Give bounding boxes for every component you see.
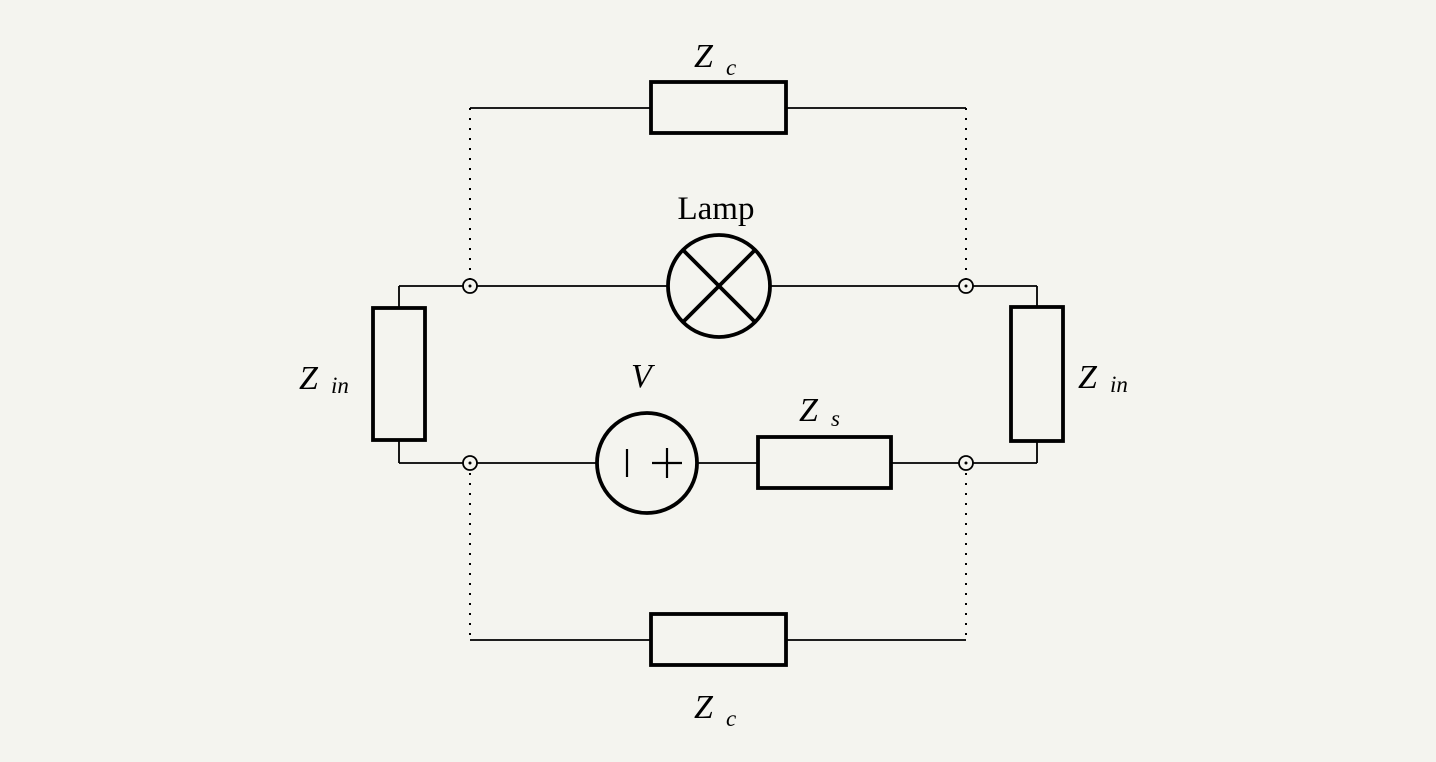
terminal-dot-bottom-left [468, 461, 472, 465]
coupling-impedance-box-top [649, 80, 788, 135]
terminal-dot-top-left [468, 284, 472, 288]
coupling-impedance-box-bottom [649, 612, 788, 667]
bottom-coupling-branch: Z c [470, 612, 966, 731]
label-coupling-impedance-top: Z [694, 38, 714, 75]
label-coupling-impedance-bottom-sub: c [726, 706, 736, 731]
label-series-impedance: Z [799, 392, 819, 429]
label-input-impedance-left-sub: in [331, 373, 349, 398]
label-coupling-impedance-bottom: Z [694, 689, 714, 726]
label-input-impedance-right-sub: in [1110, 372, 1128, 397]
label-series-impedance-sub: s [831, 406, 840, 431]
label-lamp: Lamp [678, 191, 755, 227]
input-impedance-right: Z in [1009, 286, 1128, 463]
dotted-connectors [469, 108, 967, 640]
lamp-branch: Lamp [399, 191, 1037, 339]
series-impedance-box [756, 435, 893, 490]
label-input-impedance-left: Z [299, 360, 319, 397]
input-impedance-left: Z in [299, 286, 427, 463]
input-impedance-box-right [1009, 305, 1065, 443]
label-input-impedance-right: Z [1078, 359, 1098, 396]
terminal-dot-bottom-right [964, 461, 968, 465]
lamp-cross-stroke-2 [681, 248, 757, 324]
terminal-nodes [462, 278, 974, 471]
top-coupling-branch: Z c [470, 38, 966, 135]
label-voltage-source: V [631, 358, 656, 395]
input-impedance-box-left [371, 306, 427, 442]
label-coupling-impedance-top-sub: c [726, 55, 736, 80]
source-branch: V Z s [399, 358, 1037, 515]
terminal-dot-top-right [964, 284, 968, 288]
